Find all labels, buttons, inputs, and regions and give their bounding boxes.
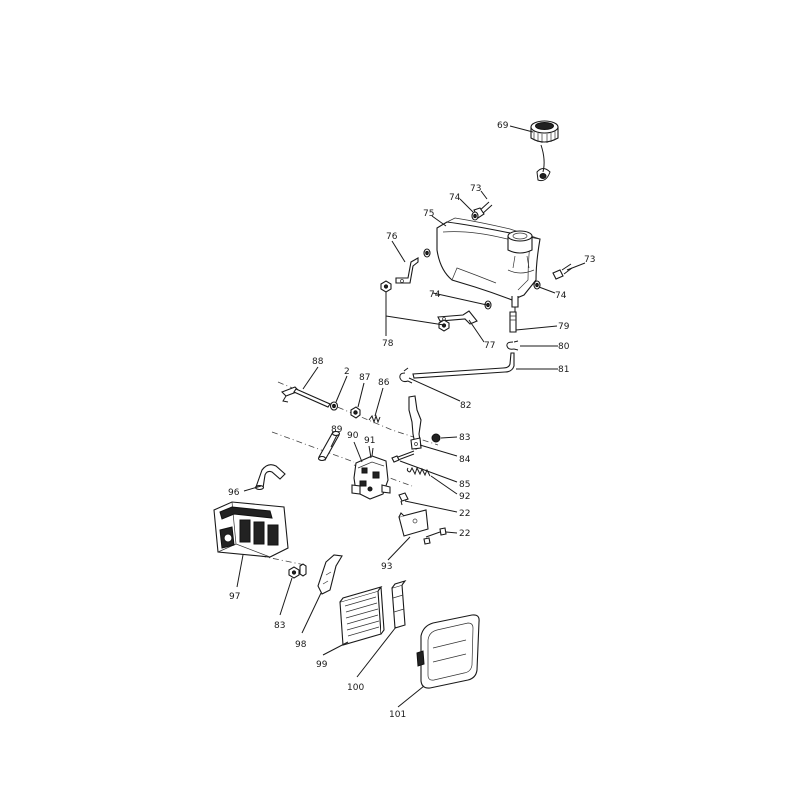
bolt-85 — [391, 450, 415, 463]
label-part-97: 97 — [229, 592, 240, 602]
tank-washer-right — [533, 280, 541, 290]
spring-86 — [368, 414, 381, 424]
nut-83-lower — [288, 563, 307, 579]
filter-element — [339, 586, 385, 646]
label-part-92: 92 — [459, 492, 470, 502]
centerline-lower — [271, 431, 355, 463]
carburetor — [351, 447, 391, 500]
breather-elbow — [254, 464, 286, 491]
label-part-88: 88 — [312, 357, 324, 367]
washer-83-upper — [431, 433, 441, 443]
label-part-73-upper: 73 — [470, 184, 481, 194]
label-part-73-right: 73 — [584, 255, 595, 265]
label-part-82: 82 — [460, 401, 471, 411]
fuel-cap — [530, 120, 559, 182]
leader-lines — [236, 125, 586, 708]
label-part-86: 86 — [378, 378, 390, 388]
label-part-100: 100 — [347, 683, 364, 693]
pre-filter — [391, 579, 407, 629]
fuel-hose — [412, 352, 515, 379]
label-part-89: 89 — [331, 425, 343, 435]
fuel-line-fitting — [509, 311, 517, 333]
tank-washer-left — [423, 248, 431, 258]
label-part-78: 78 — [382, 339, 394, 349]
label-part-81: 81 — [558, 365, 569, 375]
nut-lower — [438, 319, 450, 332]
label-part-84: 84 — [459, 455, 471, 465]
label-part-74-right: 74 — [555, 291, 567, 301]
tank-bracket-upper — [395, 257, 419, 284]
hose-clamp-upper — [506, 340, 519, 351]
label-part-85: 85 — [459, 480, 470, 490]
screw-22-lower — [425, 527, 447, 538]
hose-clamp-lower — [399, 367, 413, 384]
throttle-lever — [408, 395, 422, 450]
label-part-76: 76 — [386, 232, 398, 242]
filter-plate — [317, 554, 343, 595]
label-part-93: 93 — [381, 562, 392, 572]
part-labels: 69 73 74 75 76 73 74 74 78 77 79 80 81 8… — [228, 121, 595, 720]
nut-upper — [380, 280, 392, 293]
label-part-74-left: 74 — [429, 290, 441, 300]
label-part-69: 69 — [497, 121, 509, 131]
label-part-74-upper: 74 — [449, 193, 461, 203]
label-part-90: 90 — [347, 431, 359, 441]
fuel-tank — [436, 217, 541, 313]
tank-washer-upper — [471, 211, 479, 221]
tank-washer-lower — [484, 300, 492, 310]
label-part-91: 91 — [364, 436, 375, 446]
label-part-83-lower: 83 — [274, 621, 285, 631]
choke-rod — [281, 386, 331, 408]
label-part-77: 77 — [484, 341, 495, 351]
screw-22-upper — [398, 492, 409, 506]
spacer-tube — [317, 430, 341, 462]
air-cleaner-case — [213, 501, 289, 558]
label-part-22-upper: 22 — [459, 509, 470, 519]
label-part-99: 99 — [316, 660, 328, 670]
label-part-98: 98 — [295, 640, 307, 650]
label-part-96: 96 — [228, 488, 240, 498]
label-part-75: 75 — [423, 209, 434, 219]
tank-bolt-right — [552, 263, 573, 280]
return-spring — [406, 466, 431, 477]
label-part-22-lower: 22 — [459, 529, 470, 539]
washer-2 — [329, 401, 339, 411]
label-part-80: 80 — [558, 342, 570, 352]
label-part-79: 79 — [558, 322, 570, 332]
air-cleaner-cover — [416, 614, 480, 689]
nut-87 — [350, 406, 361, 419]
label-part-2: 2 — [344, 367, 350, 377]
screw-small — [423, 537, 431, 545]
label-part-101: 101 — [389, 710, 406, 720]
label-part-83-upper: 83 — [459, 433, 470, 443]
label-part-87: 87 — [359, 373, 370, 383]
air-cleaner-bracket — [398, 509, 429, 537]
